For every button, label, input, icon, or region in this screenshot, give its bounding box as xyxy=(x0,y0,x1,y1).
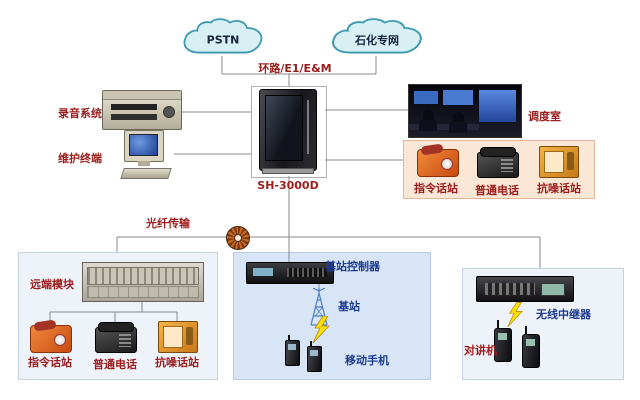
remote-module-rack xyxy=(82,262,204,302)
dispatch-room-label: 调度室 xyxy=(528,110,561,123)
command-station-device xyxy=(417,149,459,177)
bsc-label: 基站控制器 xyxy=(325,260,380,273)
recorder-slot xyxy=(111,104,157,110)
repeater-buttons xyxy=(485,283,535,295)
ordinary-phone-device xyxy=(95,322,137,353)
petro-network-cloud: 石化专网 xyxy=(328,18,426,58)
wall-screen xyxy=(479,90,516,122)
console-screen xyxy=(414,91,438,104)
mobile-phone-device xyxy=(285,335,300,366)
monitor-stand xyxy=(138,161,150,166)
ordinary-phone-label: 普通电话 xyxy=(93,358,137,371)
base-station-label: 基站 xyxy=(338,300,360,313)
pstn-label: PSTN xyxy=(206,33,240,47)
repeater-display xyxy=(541,283,565,296)
mobile-phone-label: 移动手机 xyxy=(345,354,389,367)
command-station-device xyxy=(30,325,72,353)
operator-head xyxy=(453,112,464,122)
recording-system-device xyxy=(102,90,182,130)
ordinary-phone-device xyxy=(477,147,519,178)
noise-station-device xyxy=(539,146,579,178)
cloud-icon xyxy=(183,18,263,54)
bsc-device xyxy=(246,262,334,284)
cloud-icon xyxy=(332,18,422,54)
walkie-talkie-label: 对讲机 xyxy=(464,344,497,357)
remote-module-label: 远端模块 xyxy=(30,278,74,291)
maintenance-terminal-label: 维护终端 xyxy=(58,152,102,165)
trunk-label: 环路/E1/E&M xyxy=(258,62,332,75)
console-screen xyxy=(443,90,473,105)
command-station-label: 指令话站 xyxy=(28,356,72,369)
wireless-repeater-label: 无线中继器 xyxy=(536,308,591,321)
cabinet-door xyxy=(265,95,303,161)
recorder-top-panel xyxy=(103,91,181,100)
fiber-coil-icon xyxy=(226,226,250,250)
petro-network-label: 石化专网 xyxy=(355,33,399,47)
maintenance-terminal-device xyxy=(114,130,174,184)
operator-head xyxy=(423,110,434,120)
pstn-cloud: PSTN xyxy=(180,18,266,58)
cabinet-handle xyxy=(307,100,309,154)
fiber-transmission-label: 光纤传输 xyxy=(146,217,190,230)
rack-modules xyxy=(87,267,199,285)
keyboard xyxy=(120,168,172,179)
cabinet-base xyxy=(262,168,314,174)
recorder-knob xyxy=(163,106,175,118)
wireless-repeater-device xyxy=(476,276,574,302)
lightning-icon xyxy=(507,302,524,327)
recorder-slot xyxy=(111,114,157,120)
noise-station-device xyxy=(158,321,198,353)
walkie-talkie-device xyxy=(522,326,540,368)
recording-system-label: 录音系统 xyxy=(58,107,102,120)
ordinary-phone-label: 普通电话 xyxy=(475,184,519,197)
monitor-screen xyxy=(129,134,158,156)
rack-lower-row xyxy=(87,286,199,298)
bsc-vents xyxy=(287,268,327,277)
lightning-icon xyxy=(312,316,330,344)
dispatch-room-photo xyxy=(408,84,522,138)
server-cabinet xyxy=(259,89,317,174)
cabinet-label: SH-3000D xyxy=(257,179,319,192)
noise-station-label: 抗噪话站 xyxy=(155,356,199,369)
command-station-label: 指令话站 xyxy=(414,182,458,195)
bsc-display xyxy=(253,268,273,276)
mobile-phone-device xyxy=(307,341,322,372)
noise-station-label: 抗噪话站 xyxy=(537,182,581,195)
